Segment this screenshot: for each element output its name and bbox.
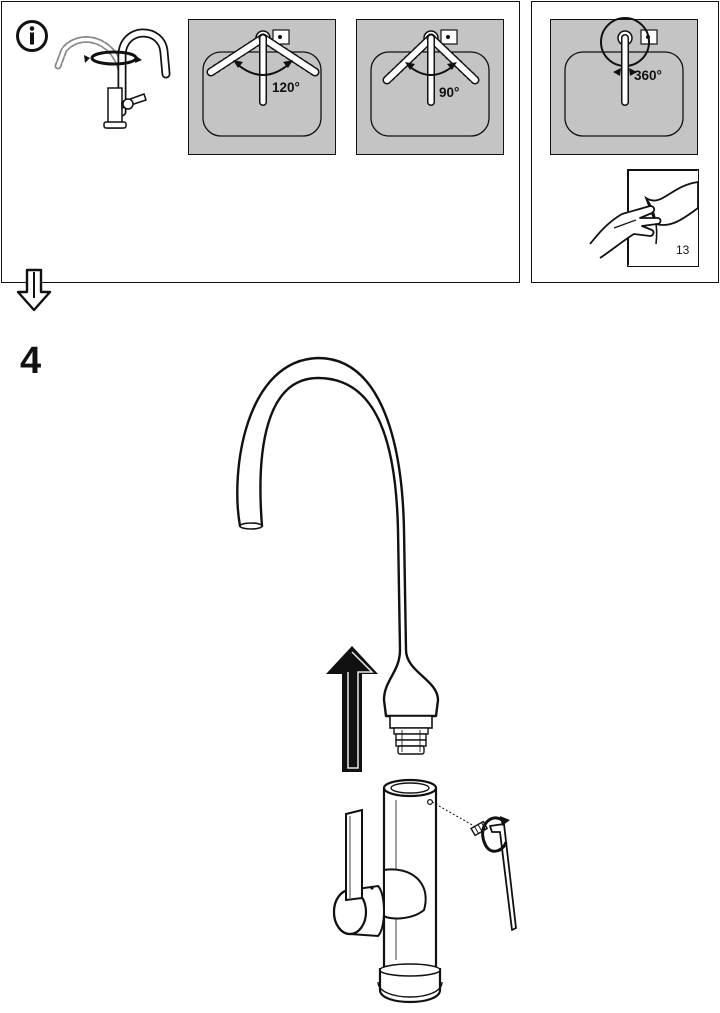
faucet-spout-illustration: [236, 356, 440, 755]
step-number: 4: [20, 340, 42, 382]
angle-label-120: 120°: [272, 80, 300, 95]
info-panel: 120° 90°: [1, 1, 520, 283]
faucet-swivel-illustration: [54, 28, 171, 129]
turn-page-icon: [589, 169, 699, 267]
angle-label-360: 360°: [634, 68, 662, 83]
angle-label-90: 90°: [439, 85, 460, 100]
side-panel: 360° 13: [531, 1, 719, 283]
continue-down-arrow-icon: [16, 268, 52, 312]
sink-top-view-360: [550, 17, 698, 155]
sink-top-view-120: [188, 19, 336, 155]
faucet-body-illustration: [332, 778, 443, 1004]
screw-guide-line: [431, 801, 475, 827]
allen-key-icon: [470, 816, 517, 931]
up-arrow-icon: [326, 646, 378, 772]
page-reference-number: 13: [676, 243, 690, 257]
sink-top-view-90: [356, 19, 504, 155]
info-circle-icon: [16, 20, 48, 52]
